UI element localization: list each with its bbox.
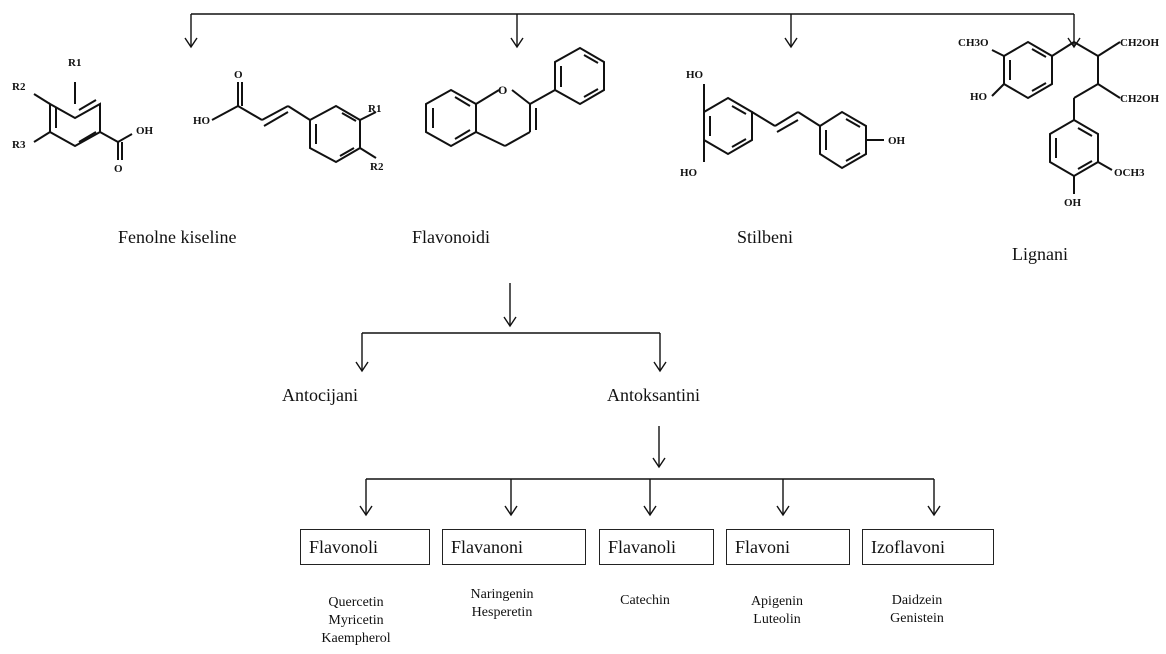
category-fenolne-kiseline: Fenolne kiseline bbox=[118, 227, 237, 247]
label-ho: HO bbox=[970, 91, 988, 103]
label-o: O bbox=[234, 69, 243, 81]
group-antoksantini: Antoksantini bbox=[607, 385, 700, 405]
flavonoid-labels: O bbox=[498, 83, 507, 97]
group-antocijani: Antocijani bbox=[282, 385, 358, 405]
flavonoid-structure bbox=[425, 46, 605, 148]
stilbene-labels: HO HO OH bbox=[680, 69, 906, 179]
label-oh: OH bbox=[888, 135, 906, 147]
label-o: O bbox=[498, 83, 507, 97]
example-item: Naringenin bbox=[470, 587, 534, 602]
example-item: Daidzein bbox=[891, 593, 943, 608]
example-item: Kaempherol bbox=[321, 631, 391, 646]
label-r2: R2 bbox=[370, 161, 384, 173]
label-ho-top: HO bbox=[686, 69, 704, 81]
stilbene-structure bbox=[703, 84, 884, 170]
label-r3: R3 bbox=[12, 139, 26, 151]
flavonoid-arrow bbox=[503, 283, 517, 328]
examples-izoflavoni: Daidzein Genistein bbox=[870, 592, 964, 628]
label-ch2oh-2: CH2OH bbox=[1120, 93, 1160, 105]
category-lignani: Lignani bbox=[1012, 244, 1068, 264]
examples-flavanoli: Catechin bbox=[600, 592, 690, 610]
example-item: Quercetin bbox=[328, 595, 384, 610]
phenolic-acid-structure bbox=[33, 82, 133, 160]
flavonoid-group-connector bbox=[355, 332, 667, 373]
example-item: Luteolin bbox=[753, 612, 801, 627]
example-item: Catechin bbox=[620, 593, 670, 608]
label-ho-bottom: HO bbox=[680, 167, 698, 179]
label-ho: HO bbox=[193, 115, 211, 127]
class-connector bbox=[359, 478, 941, 517]
label-oh: OH bbox=[1064, 197, 1082, 209]
examples-flavonoli: Quercetin Myricetin Kaempherol bbox=[310, 594, 402, 648]
label-r1: R1 bbox=[368, 103, 381, 115]
example-item: Genistein bbox=[890, 611, 944, 626]
antoksantini-arrow bbox=[652, 426, 666, 469]
label-o: O bbox=[114, 163, 123, 175]
class-box-izoflavoni: Izoflavoni bbox=[862, 529, 994, 565]
label-r2: R2 bbox=[12, 81, 26, 93]
phenolic-acid-labels: R1 R2 R3 OH O bbox=[12, 57, 154, 175]
example-item: Hesperetin bbox=[471, 605, 533, 620]
top-connector bbox=[184, 13, 1081, 49]
example-item: Apigenin bbox=[750, 594, 804, 609]
lignan-structure bbox=[991, 40, 1121, 194]
category-stilbeni: Stilbeni bbox=[737, 227, 794, 247]
lignan-labels: CH3O HO CH2OH CH2OH OCH3 OH bbox=[958, 37, 1160, 209]
class-box-flavoni: Flavoni bbox=[726, 529, 850, 565]
label-ch2oh-1: CH2OH bbox=[1120, 37, 1160, 49]
cinnamic-acid-structure bbox=[211, 82, 377, 164]
class-box-flavanoni: Flavanoni bbox=[442, 529, 586, 565]
class-box-flavanoli: Flavanoli bbox=[599, 529, 714, 565]
examples-flavoni: Apigenin Luteolin bbox=[732, 593, 822, 629]
example-item: Myricetin bbox=[328, 613, 384, 628]
label-r1: R1 bbox=[68, 57, 81, 69]
label-oh: OH bbox=[136, 125, 154, 137]
cinnamic-acid-labels: HO O R1 R2 bbox=[193, 69, 384, 173]
category-flavonoidi: Flavonoidi bbox=[412, 227, 491, 247]
class-box-flavonoli: Flavonoli bbox=[300, 529, 430, 565]
label-och3: OCH3 bbox=[1114, 167, 1145, 179]
examples-flavanoni: Naringenin Hesperetin bbox=[452, 586, 552, 622]
label-ch3o: CH3O bbox=[958, 37, 989, 49]
